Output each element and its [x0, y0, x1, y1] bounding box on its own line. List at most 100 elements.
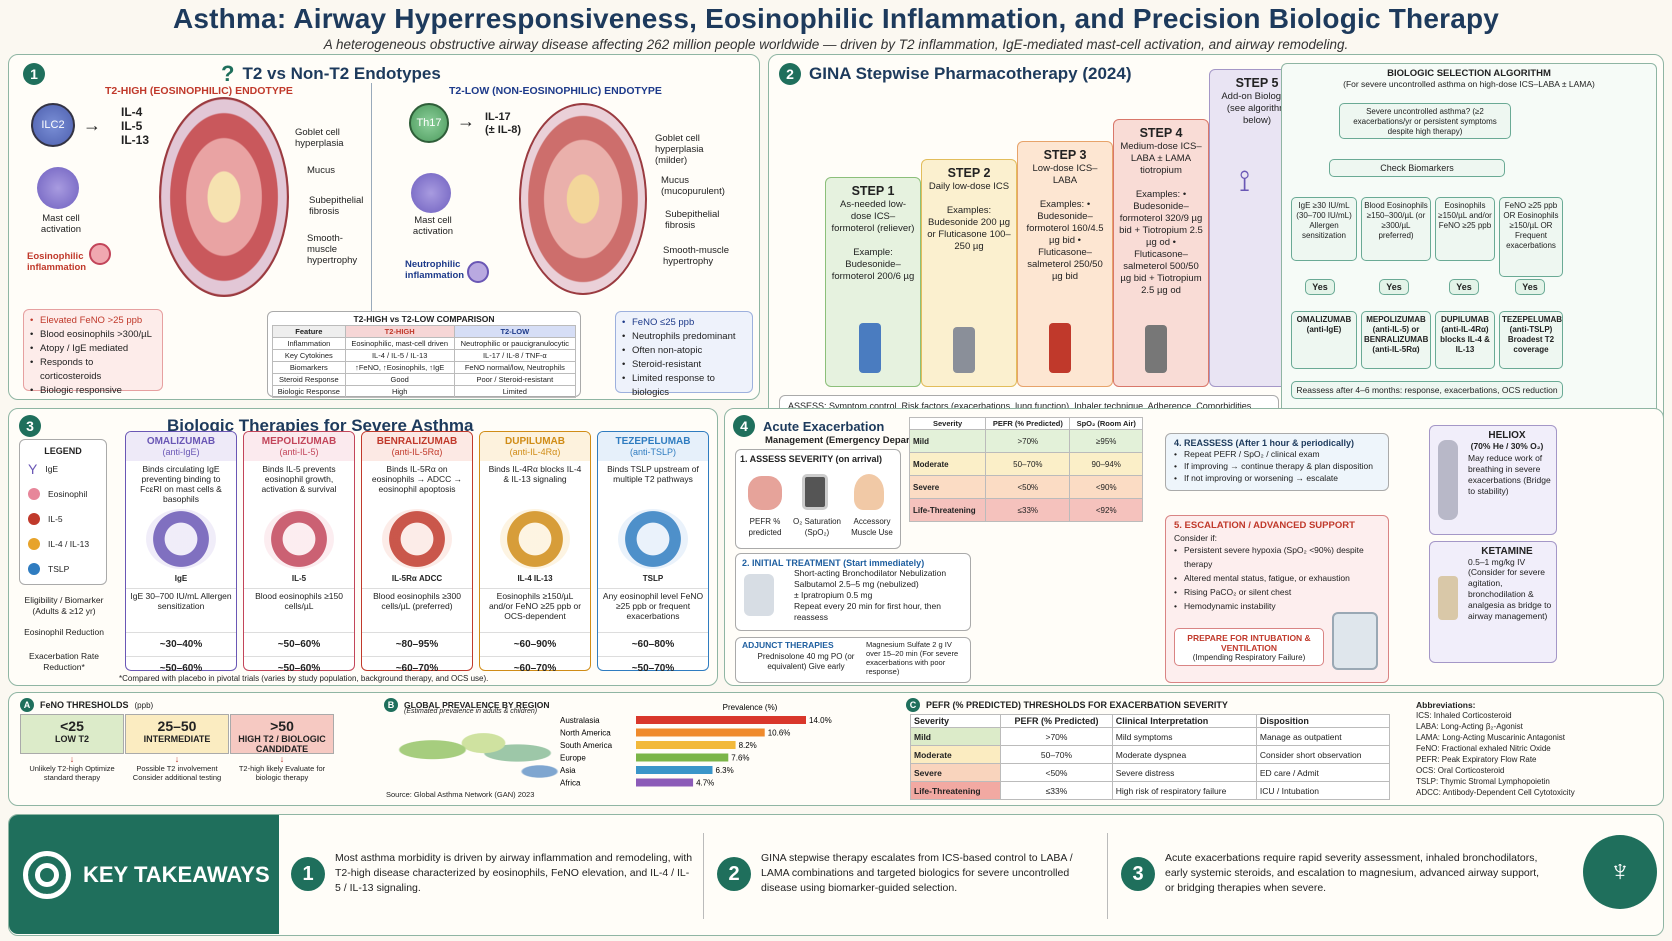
biologic-mechanism: Binds TSLP upstream of multiple T2 pathw…: [607, 464, 699, 484]
chart-bar: [636, 716, 806, 724]
feno-badge: A: [20, 698, 34, 712]
takeaway-number: 3: [1121, 857, 1155, 891]
eosinophil-icon: [89, 243, 111, 265]
pefr-cell: Severe distress: [1111, 763, 1257, 782]
biologic-name: BENRALIZUMAB: [376, 436, 458, 447]
biologic-exac-reduction: ~50–70%: [598, 656, 708, 680]
initial-treatment-text: Short-acting Bronchodilator Nebulization…: [794, 568, 947, 622]
adjunct-prednisolone: Prednisolone 40 mg PO (or equivalent) Gi…: [757, 652, 855, 671]
panel4-subtitle: Management (Emergency Department): [765, 435, 939, 446]
sev-cell: ≥95%: [1069, 429, 1143, 453]
pefr-cell: Mild symptoms: [1111, 727, 1257, 746]
legend-item-eosinophil: Eosinophil: [28, 481, 98, 506]
page-title: Asthma: Airway Hyperresponsiveness, Eosi…: [172, 3, 1500, 34]
panel4-number: 4: [733, 415, 755, 437]
eosinophilic-label: Eosinophilic inflammation: [27, 251, 87, 273]
takeaway-number: 1: [291, 857, 325, 891]
heliox-title: HELIOX: [1488, 430, 1526, 441]
cmp-cell: Biomarkers: [272, 361, 346, 374]
heliox-box: HELIOX (70% He / 30% O₂) May reduce work…: [1429, 425, 1557, 535]
algo-drug-dupilumab: DUPILUMAB (anti-IL-4Rα) blocks IL-4 & IL…: [1435, 311, 1495, 369]
biologic-exac-reduction: ~60–70%: [480, 656, 590, 680]
pefr-cell: ≤33%: [1000, 781, 1113, 800]
panel-exacerbation: 4 Acute Exacerbation Management (Emergen…: [724, 408, 1664, 686]
chart-category-label: Europe: [560, 754, 586, 763]
biologic-target: (anti-IL-4Rα): [509, 447, 561, 457]
yes-badge: Yes: [1305, 279, 1335, 295]
abbr-item: OCS: Oral Corticosteroid: [1416, 766, 1505, 775]
sev-cell: Severe: [908, 475, 987, 499]
assess-severity-title: 1. ASSESS SEVERITY (on arrival): [740, 454, 883, 464]
feno-arrow-icon: ↓: [174, 754, 180, 764]
feno-level: LOW T2: [55, 734, 89, 744]
vial-icon: [1438, 576, 1458, 620]
pefr-cell: ED care / Admit: [1255, 763, 1391, 782]
takeaway-text: GINA stepwise therapy escalates from ICS…: [761, 852, 1073, 894]
panel-endotypes: 1 ? T2 vs Non-T2 Endotypes T2-HIGH (EOSI…: [8, 54, 760, 400]
comparison-title: T2-HIGH vs T2-LOW COMPARISON: [353, 314, 495, 324]
sev-cell: 90–94%: [1069, 452, 1143, 476]
biologic-eligibility: Blood eosinophils ≥150 cells/µL: [244, 588, 354, 632]
chart-bar: [636, 728, 765, 737]
sev-cell: Moderate: [908, 452, 987, 476]
chart-value-label: 7.6%: [731, 754, 749, 763]
sev-cell: Mild: [908, 429, 987, 453]
panel2-number: 2: [779, 63, 801, 85]
chart-category-label: South America: [560, 741, 613, 750]
mast-cell-label: Mast cell activation: [40, 213, 82, 235]
abbr-item: ADCC: Antibody-Dependent Cell Cytotoxici…: [1416, 788, 1575, 797]
pefr-cell: Consider short observation: [1255, 745, 1391, 764]
t2-low-label-1: Goblet cell hyperplasia (milder): [655, 133, 704, 166]
prevalence-title: GLOBAL PREVALENCE BY REGION: [404, 700, 550, 710]
world-map-icon: [390, 720, 560, 786]
reassess-item: If improving → continue therapy & plan d…: [1174, 460, 1380, 472]
panel4-title: 4 Acute Exacerbation: [733, 415, 884, 437]
pefr-cell: ICU / Intubation: [1255, 781, 1391, 800]
cmp-cell: Limited: [453, 385, 577, 398]
biologic-eos-reduction: ~80–95%: [362, 632, 472, 656]
lungs-icon: ♆: [1583, 835, 1657, 909]
t2-low-bullet: Often non-atopic: [622, 344, 746, 358]
biologic-tag: TSLP: [642, 574, 664, 583]
biologic-illustration: [500, 509, 570, 569]
t2-high-bullet: Elevated FeNO >25 ppb: [30, 314, 156, 328]
cmp-cell: Eosinophilic, mast-cell driven: [344, 337, 455, 350]
th-t2-low: T2-LOW: [453, 325, 577, 338]
biologic-tag: IgE: [174, 574, 188, 583]
sev-th: SpO₂ (Room Air): [1069, 417, 1143, 430]
cmp-cell: Inflammation: [272, 337, 346, 350]
row-label-eligibility: Eligibility / Biomarker (Adults & ≥12 yr…: [24, 595, 104, 616]
cmp-cell: IL-4 / IL-5 / IL-13: [344, 349, 455, 362]
pefr-cell: Manage as outpatient: [1255, 727, 1391, 746]
algo-criterion-dupi: Eosinophils ≥150/µL and/or FeNO ≥25 ppb: [1435, 197, 1495, 261]
t2-high-label-3: Subepithelial fibrosis: [309, 195, 364, 217]
feno-level: HIGH T2 / BIOLOGIC CANDIDATE: [238, 734, 326, 754]
t2-low-bullet: Neutrophils predominant: [622, 330, 746, 344]
question-icon: ?: [221, 61, 235, 86]
cmp-cell: Good: [344, 373, 455, 386]
biologic-eos-reduction: ~30–40%: [126, 632, 236, 656]
pefr-cell: >70%: [1000, 727, 1113, 746]
algo-subtitle: (For severe uncontrolled asthma on high-…: [1343, 79, 1595, 89]
chart-category-label: Australasia: [560, 716, 600, 725]
mast-cell-icon: [37, 167, 79, 209]
adjunct-therapies-box: ADJUNCT THERAPIES Prednisolone 40 mg PO …: [735, 637, 971, 683]
reassess-item: If not improving or worsening → escalate: [1174, 472, 1380, 484]
mast-cell-label-low: Mast cell activation: [412, 215, 454, 237]
biologic-name: TEZEPELUMAB: [615, 436, 691, 447]
chart-category-label: North America: [560, 729, 611, 738]
biologic-illustration: [146, 509, 216, 569]
chart-value-label: 4.7%: [696, 779, 714, 788]
feno-title: FeNO THRESHOLDS: [40, 700, 129, 710]
mast-cell-icon: [411, 173, 451, 213]
pulse-oximeter-icon: [802, 474, 828, 510]
t2-low-label-3: Subepithelial fibrosis: [665, 209, 720, 231]
t2-low-bullet: Steroid-resistant: [622, 358, 746, 372]
biologic-exac-reduction: ~50–60%: [126, 656, 236, 680]
biologic-eligibility: IgE 30–700 IU/mL Allergen sensitization: [126, 588, 236, 632]
